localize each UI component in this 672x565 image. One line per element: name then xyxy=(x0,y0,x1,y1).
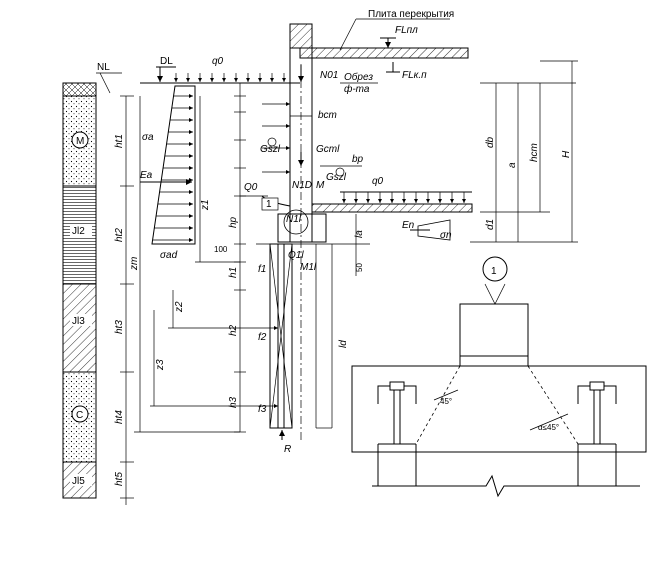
soil-layer-top xyxy=(62,82,97,97)
hp-label: hp xyxy=(228,216,239,228)
sigma-a-label: σa xyxy=(142,132,154,143)
n1d-label: N1D xyxy=(292,180,312,191)
ld-label: ld xyxy=(338,340,349,348)
zm-label: zm xyxy=(129,257,140,271)
basement-wall: N01 bcm Gcml Gszl xyxy=(260,23,340,440)
gcm-label: Gcml xyxy=(316,144,340,155)
ht1-label: ht1 xyxy=(114,134,125,148)
soil-column: M Jl2 Jl3 C Jl5 xyxy=(62,82,97,499)
layer-il2-label: Jl2 xyxy=(72,226,85,237)
bcm-label: bcm xyxy=(318,110,337,121)
cut-label-1: Обрез xyxy=(344,71,373,83)
cut-label-2: ф-та xyxy=(344,83,370,95)
f2-label: f2 xyxy=(258,332,267,343)
wall-dimension-chain: hp 100 h1 h2 h3 xyxy=(214,83,246,433)
fl-cut-label: FLк.п xyxy=(402,70,427,81)
right-dimension-chain: db d1 a hcm H xyxy=(470,60,578,243)
ht4-label: ht4 xyxy=(114,410,125,424)
db-label: db xyxy=(485,136,496,148)
soil-dimension-chain: ht1 ht2 ht3 ht4 ht5 zm xyxy=(114,95,240,505)
detail-num-label: 1 xyxy=(491,266,497,277)
q0-floor-label: q0 xyxy=(372,176,384,187)
pile-force-levers: z2 z3 xyxy=(150,290,278,409)
q-bar-label: Q0 xyxy=(244,182,258,193)
z1-label: z1 xyxy=(200,199,211,211)
h-total-label: H xyxy=(561,150,572,158)
slab-label: Плита перекрытия xyxy=(368,9,454,20)
n01-label: N01 xyxy=(320,70,338,81)
f1-label: f1 xyxy=(258,264,266,275)
nl-label: NL xyxy=(97,62,110,73)
layer-c-label: C xyxy=(76,410,83,421)
angle-right-label: α≤45° xyxy=(538,423,559,432)
la-label: la xyxy=(354,230,365,238)
ht2-label: ht2 xyxy=(114,228,125,242)
z3-label: z3 xyxy=(155,359,166,371)
q1l-label: Q1l xyxy=(288,250,304,261)
layer-il5-label: Jl5 xyxy=(72,476,85,487)
h3-label: h3 xyxy=(228,396,239,408)
bp-label: bp xyxy=(352,154,364,165)
soil-layer-il3 xyxy=(62,283,97,373)
gszl-label: Gszl xyxy=(260,144,281,155)
a-label: a xyxy=(507,162,518,168)
m1l-label: M1l xyxy=(300,262,317,273)
dl-label: DL xyxy=(160,56,173,67)
d1-label: d1 xyxy=(485,219,496,230)
hcm-label: hcm xyxy=(529,143,540,162)
ht3-label: ht3 xyxy=(114,320,125,334)
ht5-label: ht5 xyxy=(114,472,125,486)
n1l-label: N1l xyxy=(286,214,302,225)
pile-column: f1 f2 f3 R la 50 ld xyxy=(256,214,370,455)
dim-50-label: 50 xyxy=(355,263,364,272)
node-1-label: 1 xyxy=(266,199,272,210)
f3-label: f3 xyxy=(258,404,267,415)
z2-label: z2 xyxy=(174,301,185,313)
layer-il3-label: Jl3 xyxy=(72,316,85,327)
sigma-ad-label: σad xyxy=(160,250,178,261)
detail-1: 1 45° α≤45° xyxy=(351,256,647,498)
floor-slab: Плита перекрытия FLпл FLк.п Обрез ф-та xyxy=(299,9,469,95)
sigma-n-label: σn xyxy=(440,230,452,241)
nl-marker: NL xyxy=(96,62,122,94)
h1-label: h1 xyxy=(228,267,239,278)
gszl2-label: Gszl xyxy=(326,172,347,183)
fl-slab-label: FLпл xyxy=(395,25,418,36)
foundation-cushion: q0 bp Gszl N1D M Q0 1 N1l Q1l M1l En σn xyxy=(240,154,473,273)
earth-pressure-diagram: σa σad Ea z1 xyxy=(140,85,240,263)
q0-top-label: q0 xyxy=(212,56,224,67)
dim-100-label: 100 xyxy=(214,245,228,254)
r-label: R xyxy=(284,444,291,455)
m-label: M xyxy=(316,180,325,191)
en-label: En xyxy=(402,220,415,231)
surface-load: DL q0 xyxy=(140,56,300,84)
h2-label: h2 xyxy=(228,324,239,336)
ea-label: Ea xyxy=(140,170,153,181)
layer-m-label: M xyxy=(76,136,84,147)
angle-left-label: 45° xyxy=(440,397,452,406)
